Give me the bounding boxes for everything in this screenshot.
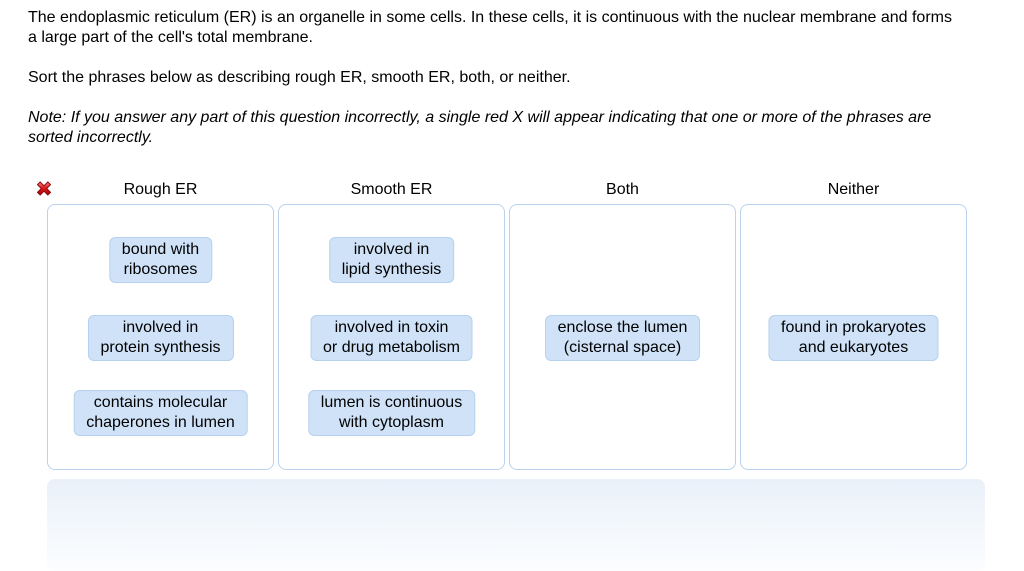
phrase-chip-lumen-is-continuous-with-cytoplasm[interactable]: lumen is continuous with cytoplasm bbox=[307, 390, 476, 436]
chip-line: and eukaryotes bbox=[798, 339, 909, 356]
phrase-chip-involved-in-protein-synthesis[interactable]: involved in protein synthesis bbox=[87, 315, 234, 361]
both-bin[interactable]: enclose the lumen (cisternal space) bbox=[509, 204, 736, 470]
column-header-rough-er: Rough ER bbox=[123, 181, 198, 198]
smooth-er-bin[interactable]: involved in lipid synthesis involved in … bbox=[278, 204, 505, 470]
chip-line: protein synthesis bbox=[100, 339, 221, 356]
phrase-chip-involved-in-lipid-synthesis[interactable]: involved in lipid synthesis bbox=[328, 237, 455, 283]
phrase-chip-involved-in-toxin-or-drug-metabolism[interactable]: involved in toxin or drug metabolism bbox=[310, 315, 473, 361]
phrase-chip-contains-molecular-chaperones-in-lumen[interactable]: contains molecular chaperones in lumen bbox=[73, 390, 248, 436]
chip-line: involved in toxin bbox=[334, 319, 449, 336]
chip-line: chaperones in lumen bbox=[86, 414, 235, 431]
chip-line: (cisternal space) bbox=[563, 339, 682, 356]
phrase-chip-bound-with-ribosomes[interactable]: bound with ribosomes bbox=[108, 237, 213, 283]
note-text: Note: If you answer any part of this que… bbox=[28, 109, 932, 146]
chip-line: bound with bbox=[121, 241, 200, 258]
neither-bin[interactable]: found in prokaryotes and eukaryotes bbox=[740, 204, 967, 470]
phrase-chip-enclose-the-lumen-cisternal-space[interactable]: enclose the lumen (cisternal space) bbox=[544, 315, 701, 361]
phrase-chip-found-in-prokaryotes-and-eukaryotes[interactable]: found in prokaryotes and eukaryotes bbox=[768, 315, 939, 361]
question-intro: The endoplasmic reticulum (ER) is an org… bbox=[28, 9, 952, 46]
chip-line: lumen is continuous bbox=[320, 394, 463, 411]
chip-line: contains molecular bbox=[93, 394, 228, 411]
chip-line: with cytoplasm bbox=[339, 414, 444, 431]
phrase-bank[interactable] bbox=[47, 479, 985, 571]
chip-line: involved in bbox=[122, 319, 199, 336]
column-header-smooth-er: Smooth ER bbox=[350, 181, 433, 198]
incorrect-x-icon bbox=[32, 177, 56, 200]
column-header-neither: Neither bbox=[827, 181, 880, 198]
rough-er-bin[interactable]: bound with ribosomes involved in protein… bbox=[47, 204, 274, 470]
chip-line: involved in bbox=[353, 241, 430, 258]
chip-line: ribosomes bbox=[123, 261, 198, 278]
category-header-row: Rough ER Smooth ER Both Neither bbox=[47, 180, 967, 199]
sort-instruction: Sort the phrases below as describing rou… bbox=[28, 69, 571, 86]
chip-line: found in prokaryotes bbox=[781, 319, 926, 336]
chip-line: lipid synthesis bbox=[341, 261, 442, 278]
chip-line: enclose the lumen bbox=[557, 319, 688, 336]
chip-line: or drug metabolism bbox=[323, 339, 460, 356]
sorting-bins-row: bound with ribosomes involved in protein… bbox=[47, 204, 967, 470]
column-header-both: Both bbox=[606, 181, 639, 198]
